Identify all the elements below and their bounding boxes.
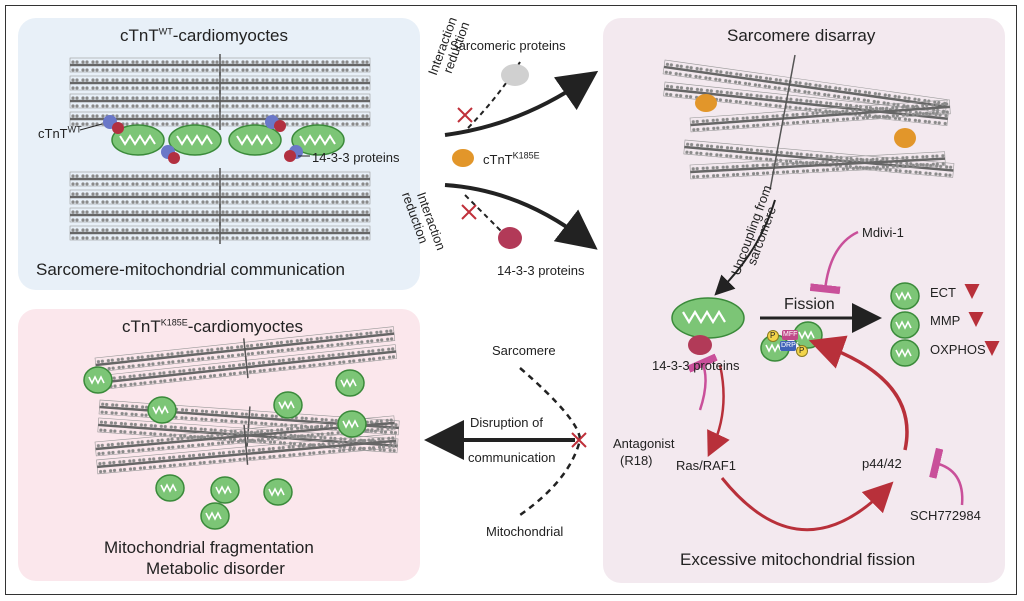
- sarcomere-label: Sarcomere: [492, 343, 556, 358]
- antagonist-inhibition: [687, 353, 718, 411]
- mmp-label: MMP: [930, 313, 961, 328]
- sarcomeric-proteins-label: Sarcomeric proteins: [450, 38, 566, 53]
- p44-label: p44/42: [862, 456, 902, 471]
- ras-label: Ras/RAF1: [676, 458, 736, 473]
- right-panel-title: Sarcomere disarray: [727, 26, 876, 45]
- ect-label: ECT: [930, 285, 956, 300]
- right-mitochondrion: [671, 297, 745, 355]
- result-mitochondria: [890, 282, 920, 367]
- figure-frame: [5, 5, 1017, 595]
- mdivi-inhibition: [809, 230, 859, 295]
- right-protein-label: 14-3-3 proteins: [652, 358, 740, 373]
- middle-top-arrow: [444, 61, 599, 137]
- wt-sarcomere-bottom: [68, 166, 372, 246]
- right-panel-caption: Excessive mitochondrial fission: [680, 550, 916, 569]
- to-ras-arrow: [707, 364, 730, 458]
- k185e-panel-title: cTnTK185E-cardiomyoctes: [122, 317, 304, 336]
- p44-to-fission-arrow: [808, 335, 909, 451]
- k185e-caption-line2: Metabolic disorder: [146, 559, 285, 578]
- wt-mitochondria: [111, 124, 345, 156]
- wt-panel-caption: Sarcomere-mitochondrial communication: [36, 260, 345, 279]
- ctnt-k185e-label: cTnTK185E: [483, 150, 540, 167]
- wt-protein-label: 14-3-3 proteins: [312, 150, 400, 165]
- middle-bottom-arrow: [444, 149, 598, 250]
- disruption-graphic: [424, 367, 587, 517]
- disruption-line2: communication: [468, 450, 556, 465]
- ctnt-wt-pointer: [79, 123, 103, 131]
- mff-label: MFF: [783, 331, 798, 338]
- oxphos-label: OXPHOS: [930, 342, 986, 357]
- mitochondrial-label: Mitochondrial: [486, 524, 564, 539]
- middle-protein-label: 14-3-3 proteins: [497, 263, 585, 278]
- wt-panel-title: cTnTWT-cardiomyoctes: [120, 26, 288, 45]
- uncoupling-arrow: [714, 199, 776, 296]
- antagonist-line2: (R18): [620, 453, 653, 468]
- decrease-arrows: [964, 284, 1000, 356]
- fission-complex: [760, 321, 823, 362]
- phospho-label-2: P: [799, 346, 805, 355]
- k185e-sarcomeres: [93, 321, 401, 480]
- ras-to-p44-arrow: [720, 477, 894, 532]
- ctnt-wt-label: cTnTWT: [38, 124, 82, 141]
- fission-label: Fission: [784, 296, 835, 313]
- sch-inhibition: [929, 447, 964, 506]
- k185e-caption-line1: Mitochondrial fragmentation: [104, 538, 314, 557]
- antagonist-line1: Antagonist: [613, 436, 675, 451]
- right-sarcomere-disarray: [662, 54, 955, 191]
- drp1-label: DRP1: [781, 342, 800, 349]
- disruption-line1: Disruption of: [470, 415, 543, 430]
- mdivi-label: Mdivi-1: [862, 225, 904, 240]
- sch-label: SCH772984: [910, 508, 981, 523]
- phospho-label-1: P: [770, 331, 776, 340]
